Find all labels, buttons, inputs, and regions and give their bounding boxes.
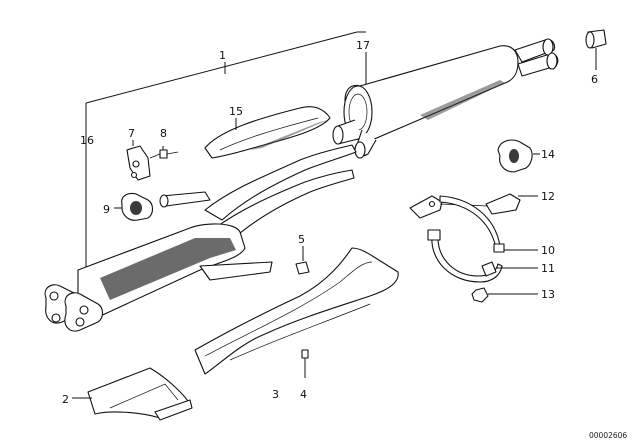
callout-12: 12 xyxy=(541,190,555,203)
twin-pipes xyxy=(159,144,357,241)
rubber-mount xyxy=(121,192,154,221)
rubber-ring-mount xyxy=(497,139,533,173)
callout-5: 5 xyxy=(298,233,305,246)
tailpipe-sleeve xyxy=(585,29,607,49)
document-id: 00002606 xyxy=(589,431,627,440)
callout-15: 15 xyxy=(229,105,243,118)
callout-17: 17 xyxy=(356,39,370,52)
clamp xyxy=(427,195,505,283)
callout-1: 1 xyxy=(219,49,226,62)
screw xyxy=(301,349,309,378)
clamp-bolt xyxy=(481,261,497,277)
hanger-bracket xyxy=(126,145,161,181)
callout-6: 6 xyxy=(591,73,598,86)
heat-shield-lower xyxy=(194,247,399,375)
callout-8: 8 xyxy=(160,127,167,140)
callout-3: 3 xyxy=(272,388,279,401)
assembly-bracket xyxy=(85,31,367,290)
heat-shield-upper xyxy=(204,106,331,159)
callout-14: 14 xyxy=(541,148,555,161)
heat-shield-front xyxy=(87,367,193,421)
callout-4: 4 xyxy=(300,388,307,401)
clip-nut xyxy=(295,261,310,275)
clamp-nut xyxy=(471,287,489,303)
callout-16: 16 xyxy=(80,134,94,147)
callout-10: 10 xyxy=(541,244,555,257)
callout-11: 11 xyxy=(541,262,555,275)
callout-13: 13 xyxy=(541,288,555,301)
callout-7: 7 xyxy=(128,127,135,140)
front-pipe-catalytic-converter xyxy=(44,223,273,332)
callout-9: 9 xyxy=(103,203,110,216)
bolt xyxy=(159,149,179,159)
rear-silencer xyxy=(332,38,559,159)
callout-2: 2 xyxy=(62,393,69,406)
